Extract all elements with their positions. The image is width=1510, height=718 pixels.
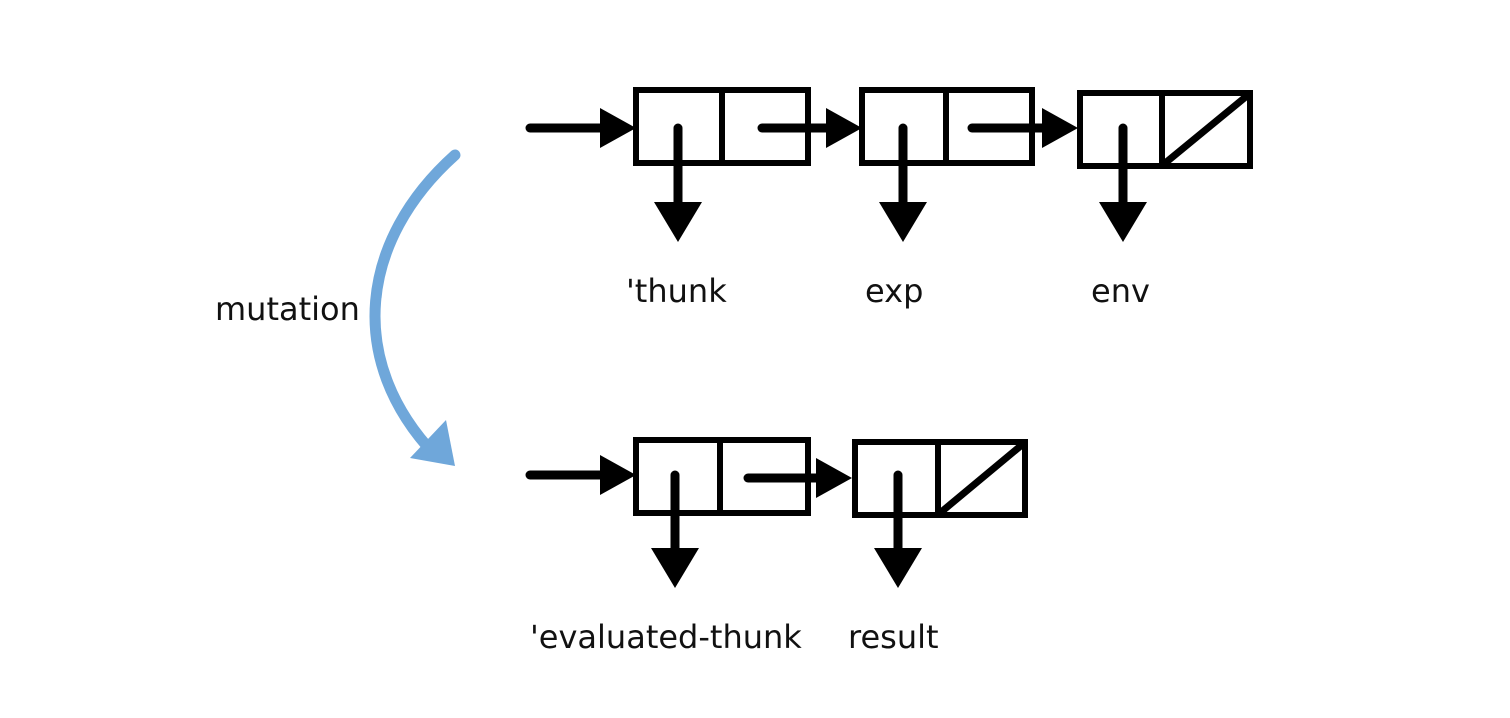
mutation-label: mutation <box>215 290 360 328</box>
cons-cell-2 <box>852 439 1028 588</box>
cons-cell-1 <box>633 87 862 242</box>
car-label-exp: exp <box>865 272 923 310</box>
mutation-arrow <box>369 149 461 466</box>
cons-cell-3 <box>1077 90 1253 242</box>
evaluated-thunk-list: 'evaluated-thunk result <box>525 437 1028 656</box>
nil-slash <box>1160 91 1252 168</box>
list-entry-arrow <box>525 108 636 148</box>
car-label-env: env <box>1091 272 1150 310</box>
car-label-evaluated-thunk: 'evaluated-thunk <box>530 618 802 656</box>
car-label-thunk: 'thunk <box>626 272 727 310</box>
nil-slash <box>936 440 1027 517</box>
cons-cell-2 <box>859 87 1078 242</box>
thunk-list: 'thunk exp env <box>525 87 1253 310</box>
car-label-result: result <box>848 618 939 656</box>
cons-cell-1 <box>633 437 852 588</box>
list-entry-arrow <box>525 455 636 495</box>
